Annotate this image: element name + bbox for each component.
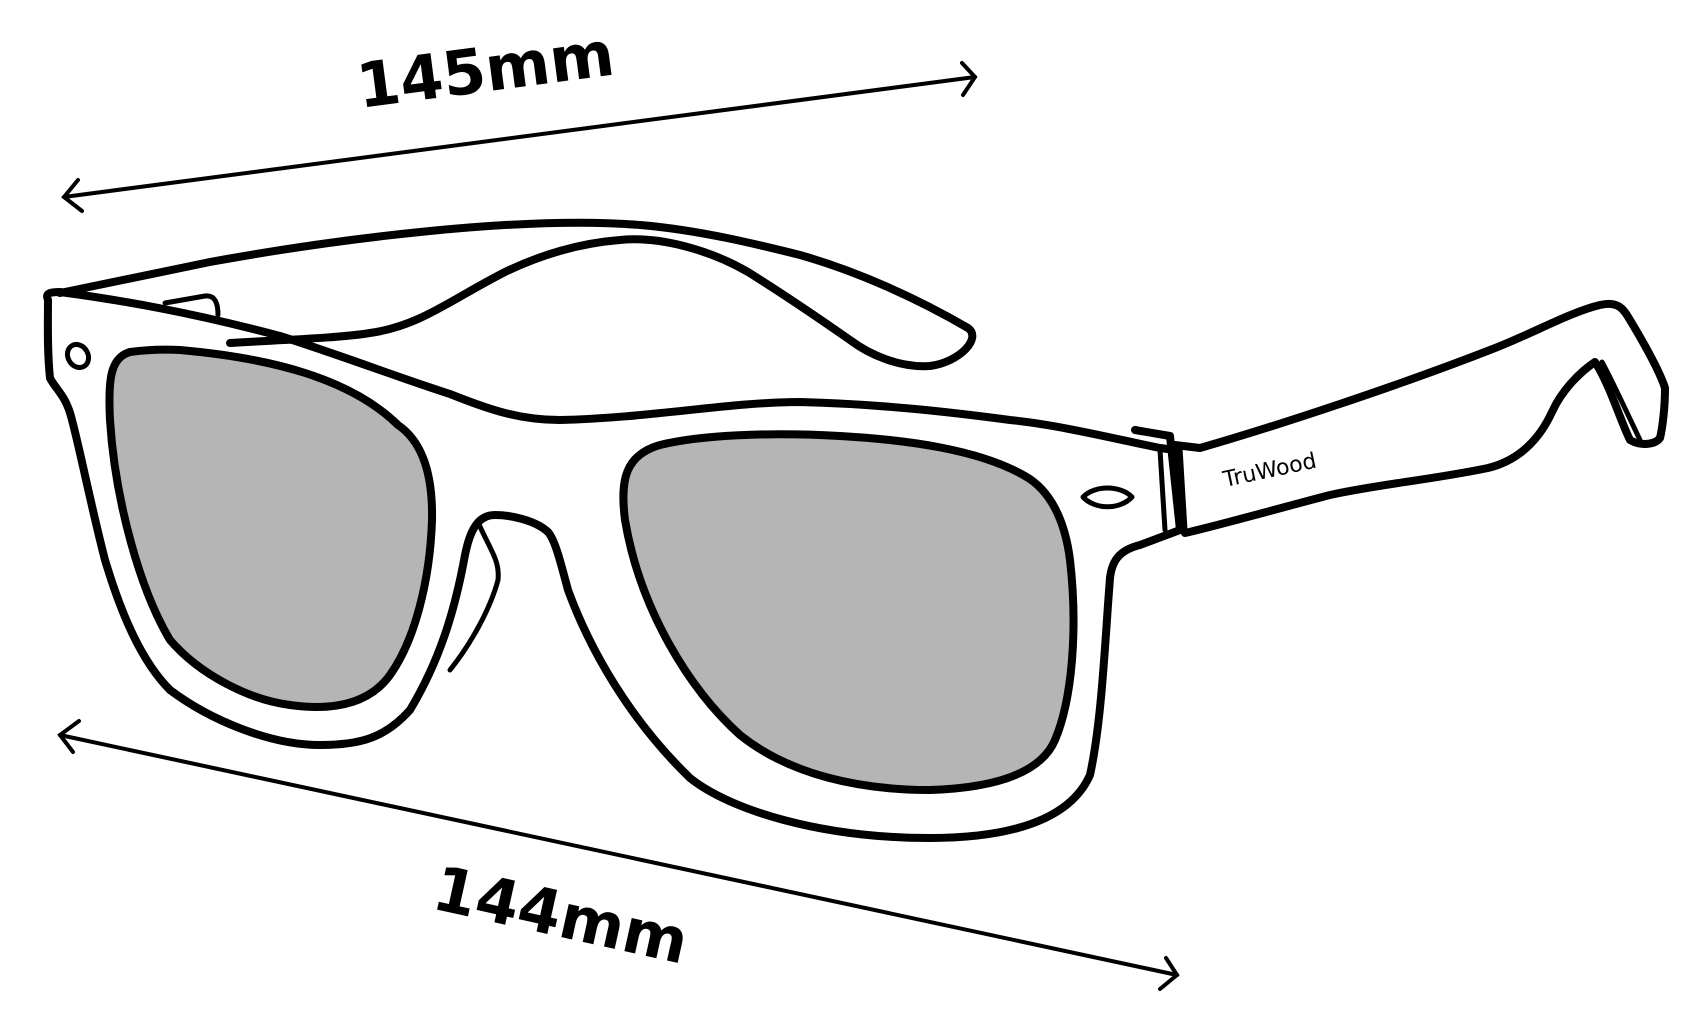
bottom-dimension-line	[58, 733, 1179, 977]
bottom-dimension-arrow	[57, 719, 1180, 991]
top-dimension-arrow	[61, 61, 978, 213]
left-lens	[105, 345, 437, 711]
far-temple-hinge	[162, 293, 221, 318]
near-temple-tip-inner	[1599, 359, 1643, 443]
bottom-arrow-left-head	[57, 719, 81, 754]
near-temple-arm	[1171, 299, 1669, 537]
top-dimension-line	[62, 75, 977, 199]
right-lens	[619, 430, 1078, 794]
top-arrow-left-head	[61, 178, 84, 213]
frame-outline	[43, 288, 1184, 842]
frame-top-edge	[1131, 426, 1184, 534]
near-temple-hinge-band	[1157, 445, 1188, 533]
left-hinge-screw-icon	[64, 341, 92, 371]
brand-logo-text: TruWood	[1220, 449, 1319, 493]
lens-dimension-label: 144mm	[427, 851, 695, 978]
width-dimension-label: 145mm	[352, 17, 618, 123]
top-arrow-right-head	[960, 61, 978, 97]
right-hinge-screw-icon	[1080, 485, 1135, 510]
nose-bridge-pad	[447, 519, 501, 673]
far-temple-arm	[56, 218, 977, 371]
bottom-arrow-right-head	[1158, 956, 1180, 991]
